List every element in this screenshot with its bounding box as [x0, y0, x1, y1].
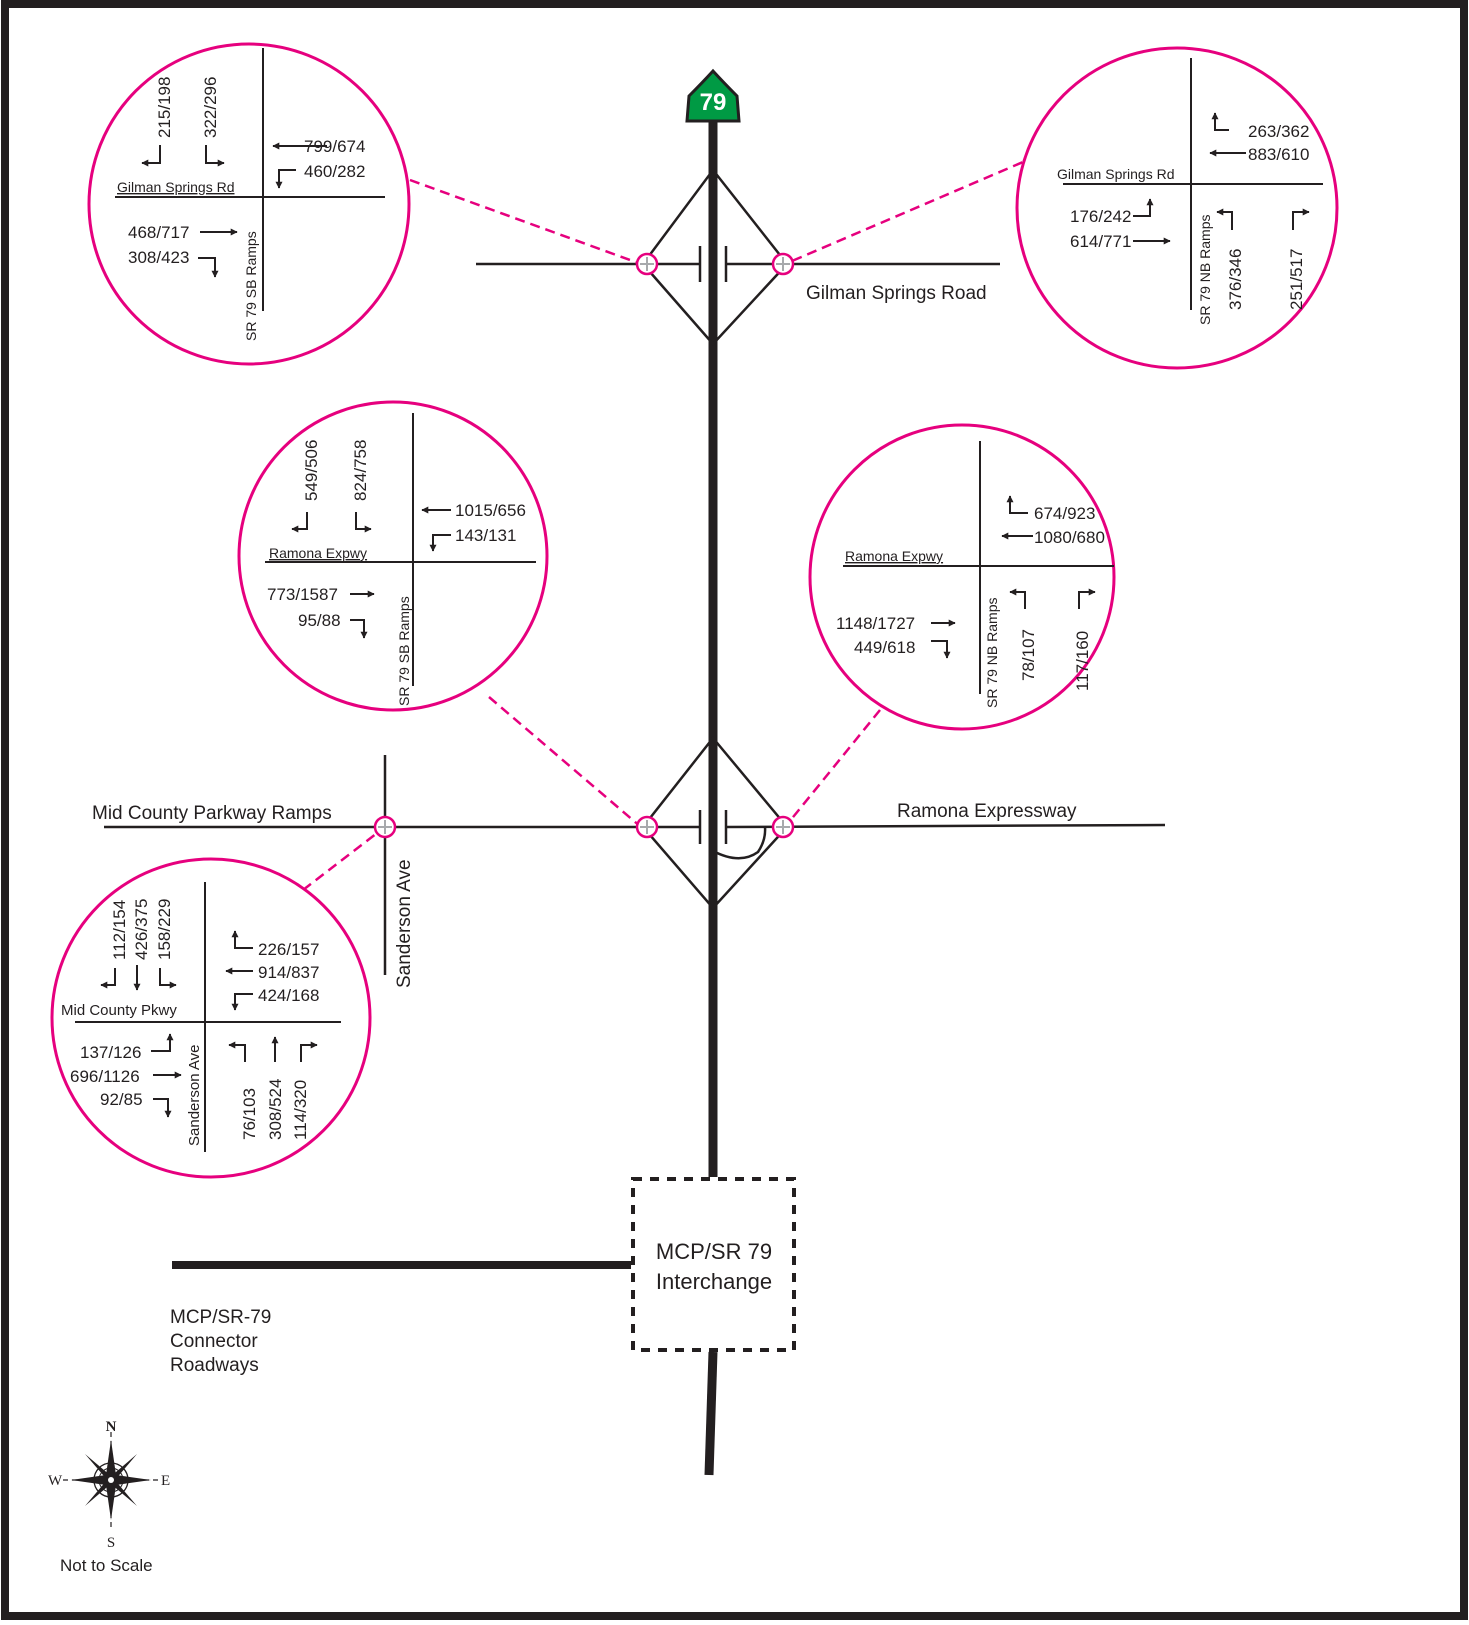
vol-sb-right: 322/296: [201, 77, 220, 138]
vol-nb-right: 114/320: [291, 1080, 310, 1140]
marker-gilman-sb: [635, 252, 659, 276]
vol-wb-thru: 1015/656: [455, 501, 526, 520]
vol-sb-right: 824/758: [351, 440, 370, 501]
not-to-scale-note: Not to Scale: [60, 1556, 153, 1575]
callout-leaders: [302, 154, 1038, 891]
interchange-label-line2: Interchange: [656, 1269, 772, 1294]
vol-wb-thru: 799/674: [304, 137, 365, 156]
vol-sb-left: 215/198: [155, 77, 174, 138]
connector-label-line1: MCP/SR-79: [170, 1307, 271, 1328]
callout-ramp-label: SR 79 SB Ramps: [243, 231, 259, 341]
gilman-diamond: [641, 167, 789, 346]
vol-wb-left: 460/282: [304, 162, 365, 181]
callout-road-label: Ramona Expwy: [845, 548, 943, 564]
connector-label-line2: Connector: [170, 1331, 258, 1352]
ramona-expressway-label: Ramona Expressway: [897, 801, 1077, 822]
callout-ramona-sb: 549/506 824/758 1015/656 143/131 773/158…: [237, 400, 549, 712]
vol-eb-right: 308/423: [128, 248, 189, 267]
vol-wb-left: 424/168: [258, 986, 319, 1005]
intersection-markers: [373, 252, 795, 839]
vol-sb-left: 158/229: [155, 899, 174, 960]
vol-wb-right: 226/157: [258, 940, 319, 959]
callout-ramp-label: SR 79 NB Ramps: [984, 598, 1000, 708]
callout-mcp-sanderson: 112/154 426/375 158/229 226/157 914/837 …: [50, 857, 372, 1179]
connector-label-line3: Roadways: [170, 1355, 259, 1376]
marker-mcp-sanderson: [373, 815, 397, 839]
vol-eb-left: 176/242: [1070, 207, 1131, 226]
callout-ramp-label: Sanderson Ave: [186, 1045, 203, 1146]
callout-road-label: Gilman Springs Rd: [117, 179, 235, 195]
callout-ramp-label: SR 79 SB Ramps: [396, 596, 412, 706]
compass-s: S: [107, 1535, 115, 1551]
vol-wb-right: 674/923: [1034, 504, 1095, 523]
mid-county-parkway-ramps-label: Mid County Parkway Ramps: [92, 803, 332, 824]
vol-nb-right: 117/160: [1073, 631, 1092, 691]
vol-eb-right: 92/85: [100, 1090, 143, 1109]
callout-road-label: Gilman Springs Rd: [1057, 166, 1175, 182]
vol-eb-thru: 468/717: [128, 223, 189, 242]
vol-eb-thru: 696/1126: [70, 1067, 140, 1086]
vol-nb-left: 76/103: [240, 1088, 259, 1140]
ramona-loop-ramp: [712, 826, 767, 860]
vol-eb-thru: 1148/1727: [836, 614, 915, 633]
vol-wb-thru: 914/837: [258, 963, 319, 982]
vol-eb-left: 137/126: [80, 1043, 141, 1062]
sanderson-ave-label: Sanderson Ave: [394, 859, 415, 988]
vol-wb-left: 143/131: [455, 526, 516, 545]
vol-sb-left: 549/506: [302, 440, 321, 501]
compass-w: W: [48, 1473, 63, 1489]
vol-eb-right: 95/88: [298, 611, 341, 630]
interchange-label-line1: MCP/SR 79: [656, 1239, 772, 1264]
marker-ramona-nb: [771, 815, 795, 839]
marker-ramona-sb: [635, 815, 659, 839]
vol-nb-left: 78/107: [1019, 629, 1038, 681]
compass-rose-icon: N S E W: [48, 1419, 170, 1551]
vol-nb-left: 376/346: [1226, 249, 1245, 310]
callout-road-label: Ramona Expwy: [269, 545, 367, 561]
marker-gilman-nb: [771, 252, 795, 276]
vol-sb-right: 112/154: [110, 900, 129, 960]
callout-road-label: Mid County Pkwy: [61, 1002, 177, 1019]
vol-nb-right: 251/517: [1287, 249, 1306, 310]
vol-sb-thru: 426/375: [132, 899, 151, 960]
vol-wb-thru: 1080/680: [1034, 528, 1105, 547]
shield-number: 79: [700, 89, 727, 116]
ramona-diamond: [641, 736, 789, 910]
gilman-springs-road-label: Gilman Springs Road: [806, 283, 987, 304]
callout-gilman-sb: 215/198 322/296 799/674 460/282 468/717 …: [87, 42, 411, 366]
compass-e: E: [161, 1473, 170, 1489]
vol-eb-right: 449/618: [854, 638, 915, 657]
vol-eb-thru: 773/1587: [267, 585, 338, 604]
callout-gilman-nb: 263/362 883/610 176/242 614/771 376/346 …: [1015, 46, 1339, 370]
vol-nb-thru: 308/524: [266, 1079, 285, 1140]
callout-ramp-label: SR 79 NB Ramps: [1197, 215, 1213, 325]
vol-wb-right: 263/362: [1248, 122, 1309, 141]
compass-n: N: [106, 1419, 117, 1435]
vol-eb-thru: 614/771: [1070, 232, 1131, 251]
road-network: [104, 122, 1166, 1476]
mcp-interchange-box: MCP/SR 79 Interchange: [631, 1177, 796, 1352]
sr79-shield: 79: [685, 68, 741, 123]
sr79-mainline-south: [704, 1351, 718, 1476]
callout-ramona-nb: 674/923 1080/680 1148/1727 449/618 78/10…: [808, 423, 1116, 731]
ramona-road-east: [725, 823, 1166, 829]
vol-wb-thru: 883/610: [1248, 145, 1309, 164]
